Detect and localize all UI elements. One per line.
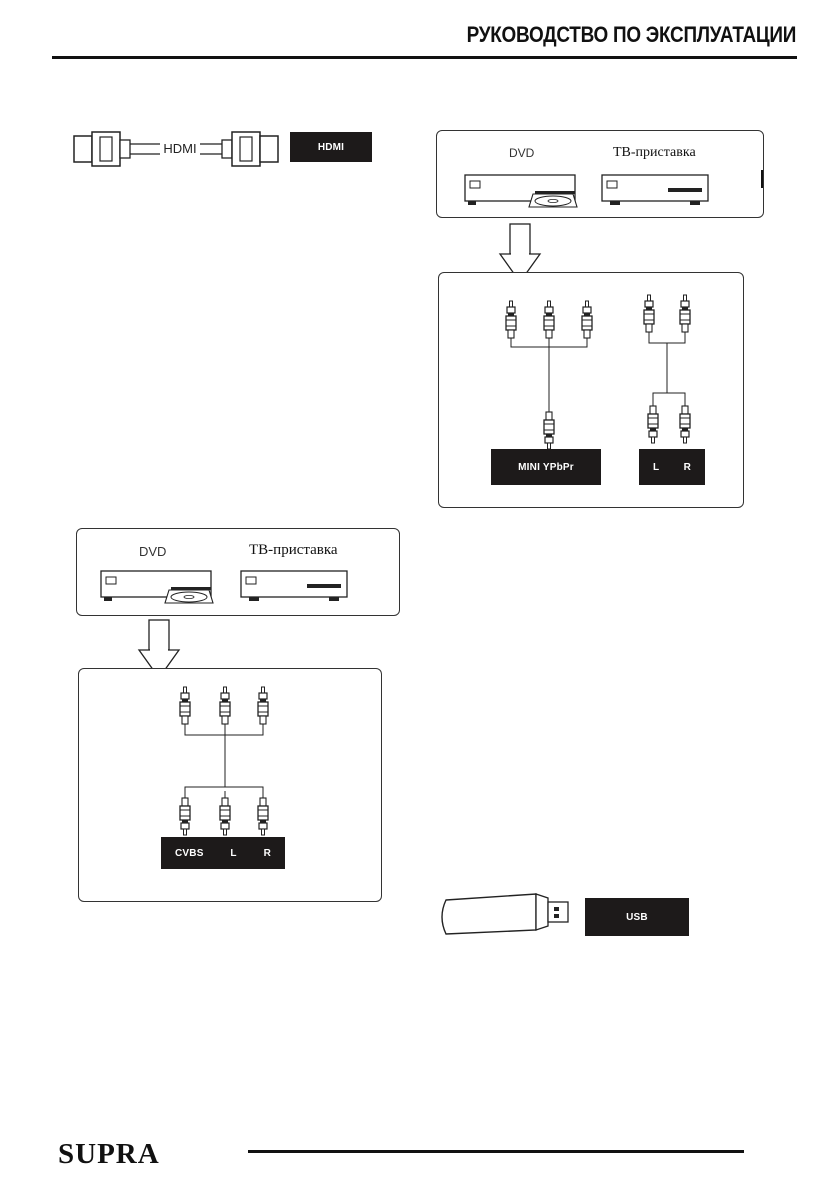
av-devices-art bbox=[77, 529, 399, 615]
supra-logo: SUPRA bbox=[58, 1138, 160, 1171]
hdmi-cable-label: HDMI bbox=[160, 139, 200, 159]
hdmi-cable-diagram: HDMI HDMI bbox=[72, 128, 382, 170]
component-source-devices-panel: DVD ТВ-приставка bbox=[436, 130, 764, 218]
dvd-player-icon bbox=[101, 571, 213, 603]
component-devices-art bbox=[437, 131, 763, 217]
mini-ypbpr-port: MINI YPbPr bbox=[491, 449, 601, 485]
component-panel-edge bbox=[761, 170, 763, 188]
usb-flash-drive-icon bbox=[436, 890, 576, 940]
hdmi-port-label: HDMI bbox=[318, 142, 344, 153]
component-audio-l-label: L bbox=[653, 462, 659, 473]
component-audio-port: L R bbox=[639, 449, 705, 485]
av-r-label: R bbox=[264, 848, 271, 859]
hdmi-port: HDMI bbox=[290, 132, 372, 162]
component-connection-panel: MINI YPbPr L R bbox=[438, 272, 744, 508]
av-source-devices-panel: DVD ТВ-приставка bbox=[76, 528, 400, 616]
av-cvbs-label: CVBS bbox=[175, 848, 204, 859]
component-audio-r-label: R bbox=[684, 462, 691, 473]
av-l-label: L bbox=[230, 848, 236, 859]
header-rule bbox=[52, 56, 797, 59]
dvd-player-icon bbox=[465, 175, 577, 207]
set-top-box-icon bbox=[241, 571, 347, 601]
mini-ypbpr-port-label: MINI YPbPr bbox=[518, 462, 574, 473]
av-connection-panel: CVBS L R bbox=[78, 668, 382, 902]
page-header-title: РУКОВОДСТВО ПО ЭКСПЛУАТАЦИИ bbox=[467, 22, 796, 48]
usb-port: USB bbox=[585, 898, 689, 936]
av-port: CVBS L R bbox=[161, 837, 285, 869]
usb-port-label: USB bbox=[626, 912, 648, 923]
set-top-box-icon bbox=[602, 175, 708, 205]
footer-rule bbox=[248, 1150, 744, 1153]
